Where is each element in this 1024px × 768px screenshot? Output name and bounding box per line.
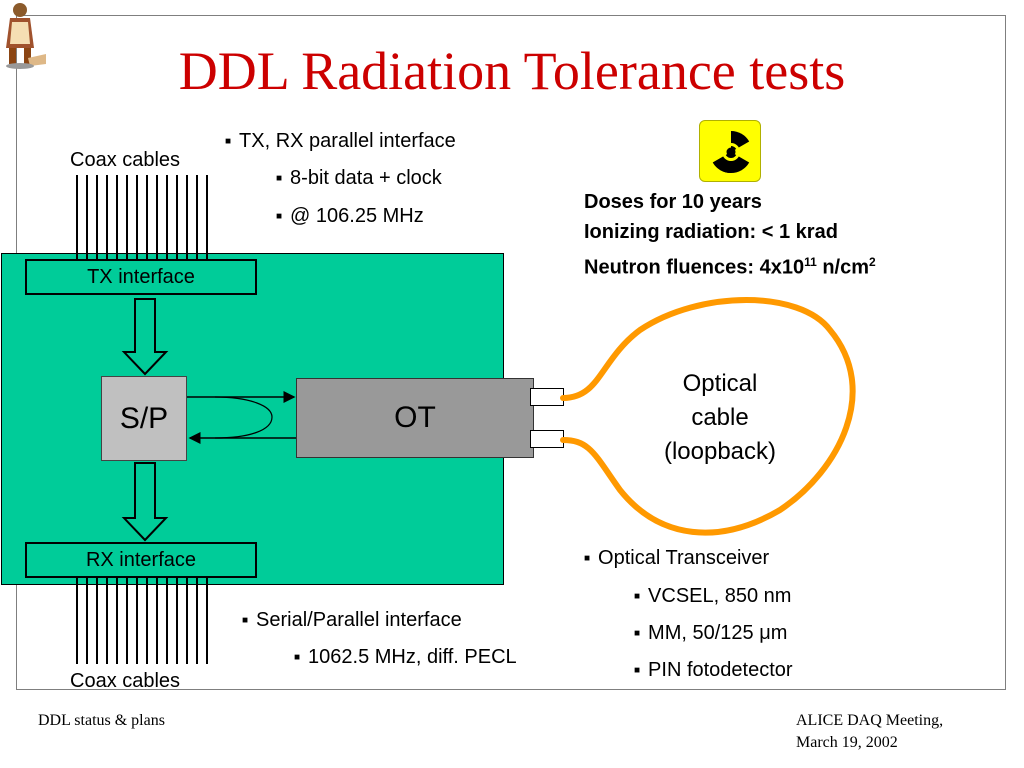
footer-left: DDL status & plans bbox=[38, 712, 165, 729]
bullet-square-icon: ■ bbox=[276, 173, 283, 184]
bullet-square-icon: ■ bbox=[634, 665, 641, 676]
optical-label-line1: Optical bbox=[682, 370, 758, 397]
jester-logo-icon bbox=[6, 3, 46, 69]
bullet-square-icon: ■ bbox=[294, 652, 301, 663]
optical-cable-label: Optical cable (loopback) bbox=[650, 367, 790, 469]
bullet-square-icon: ■ bbox=[242, 615, 249, 626]
bullet-optical-transceiver: ■Optical Transceiver bbox=[584, 547, 770, 569]
rx-interface-box: RX interface bbox=[25, 542, 257, 578]
bullet-serial-parallel: ■Serial/Parallel interface bbox=[242, 609, 462, 631]
bullet-square-icon: ■ bbox=[225, 136, 232, 147]
optical-label-line3: (loopback) bbox=[663, 438, 777, 465]
bullet-square-icon: ■ bbox=[634, 628, 641, 639]
radiation-sign bbox=[699, 120, 761, 182]
bullet-square-icon: ■ bbox=[584, 553, 591, 564]
coax-cables-top-label: Coax cables bbox=[70, 149, 181, 171]
footer-right: ALICE DAQ Meeting, March 19, 2002 bbox=[796, 710, 943, 754]
bullet-frequency: ■@ 106.25 MHz bbox=[276, 205, 424, 227]
doses-line3: Neutron fluences: 4x1011 n/cm2 bbox=[584, 255, 876, 279]
bullet-multimode: ■MM, 50/125 μm bbox=[634, 622, 788, 644]
sp-block: S/P bbox=[101, 376, 187, 461]
radiation-icon bbox=[712, 131, 750, 174]
doses-block: Doses for 10 years Ionizing radiation: <… bbox=[584, 187, 876, 283]
bullet-data-clock: ■8-bit data + clock bbox=[276, 167, 442, 189]
footer-right-line2: March 19, 2002 bbox=[796, 734, 898, 751]
slide-title: DDL Radiation Tolerance tests bbox=[178, 41, 846, 101]
doses-line1: Doses for 10 years bbox=[584, 191, 762, 213]
footer-right-line1: ALICE DAQ Meeting, bbox=[796, 712, 944, 729]
bullet-square-icon: ■ bbox=[634, 591, 641, 602]
ot-block: OT bbox=[296, 378, 534, 458]
bullet-pin-fotodetector: ■PIN fotodetector bbox=[634, 659, 793, 681]
bullet-parallel-interface: ■TX, RX parallel interface bbox=[225, 130, 456, 152]
bullet-square-icon: ■ bbox=[276, 211, 283, 222]
doses-line2: Ionizing radiation: < 1 krad bbox=[584, 221, 838, 243]
tx-interface-box: TX interface bbox=[25, 259, 257, 295]
bullet-vcsel: ■VCSEL, 850 nm bbox=[634, 585, 792, 607]
bullet-pecl: ■1062.5 MHz, diff. PECL bbox=[294, 646, 517, 668]
optical-label-line2: cable bbox=[691, 404, 749, 431]
coax-cables-bottom-label: Coax cables bbox=[70, 670, 181, 692]
